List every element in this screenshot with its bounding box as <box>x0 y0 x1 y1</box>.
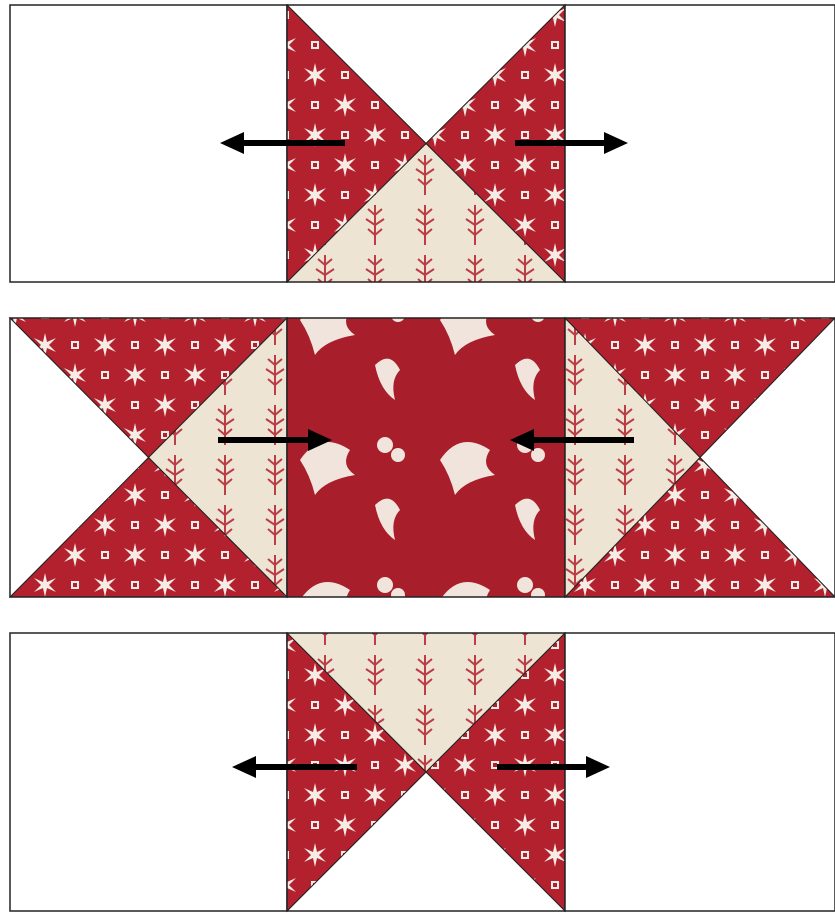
cell-flying-geese-bottom <box>287 633 565 911</box>
cell-center-square <box>287 318 565 597</box>
center-square-fabric <box>287 318 565 597</box>
block-row-3 <box>10 633 835 911</box>
block-row-2 <box>10 318 835 597</box>
plain-square <box>565 633 835 911</box>
cell-flying-geese-left <box>10 318 287 597</box>
block-row-1 <box>10 5 835 282</box>
cell-flying-geese-right <box>565 318 835 597</box>
cell-plain <box>565 633 835 911</box>
